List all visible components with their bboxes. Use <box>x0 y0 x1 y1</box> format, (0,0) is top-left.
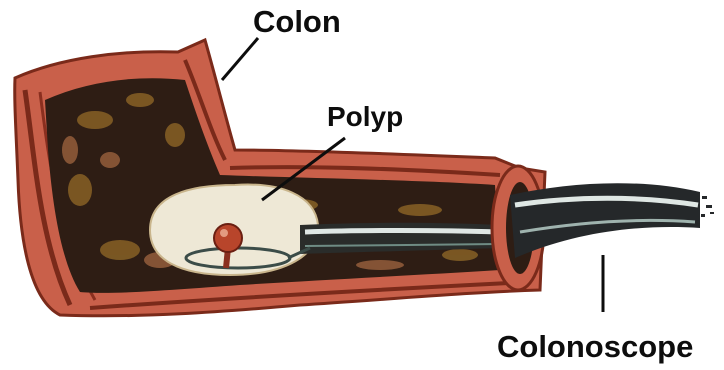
colonoscope-end-specks <box>701 196 714 217</box>
polyp-label: Polyp <box>327 103 403 131</box>
polyp <box>214 224 242 252</box>
polyp-highlight <box>220 229 228 237</box>
colon-leader-line <box>222 38 258 80</box>
colon-label: Colon <box>253 6 341 37</box>
colonoscope-label: Colonoscope <box>497 331 693 362</box>
colonoscope-highlight <box>305 231 498 233</box>
